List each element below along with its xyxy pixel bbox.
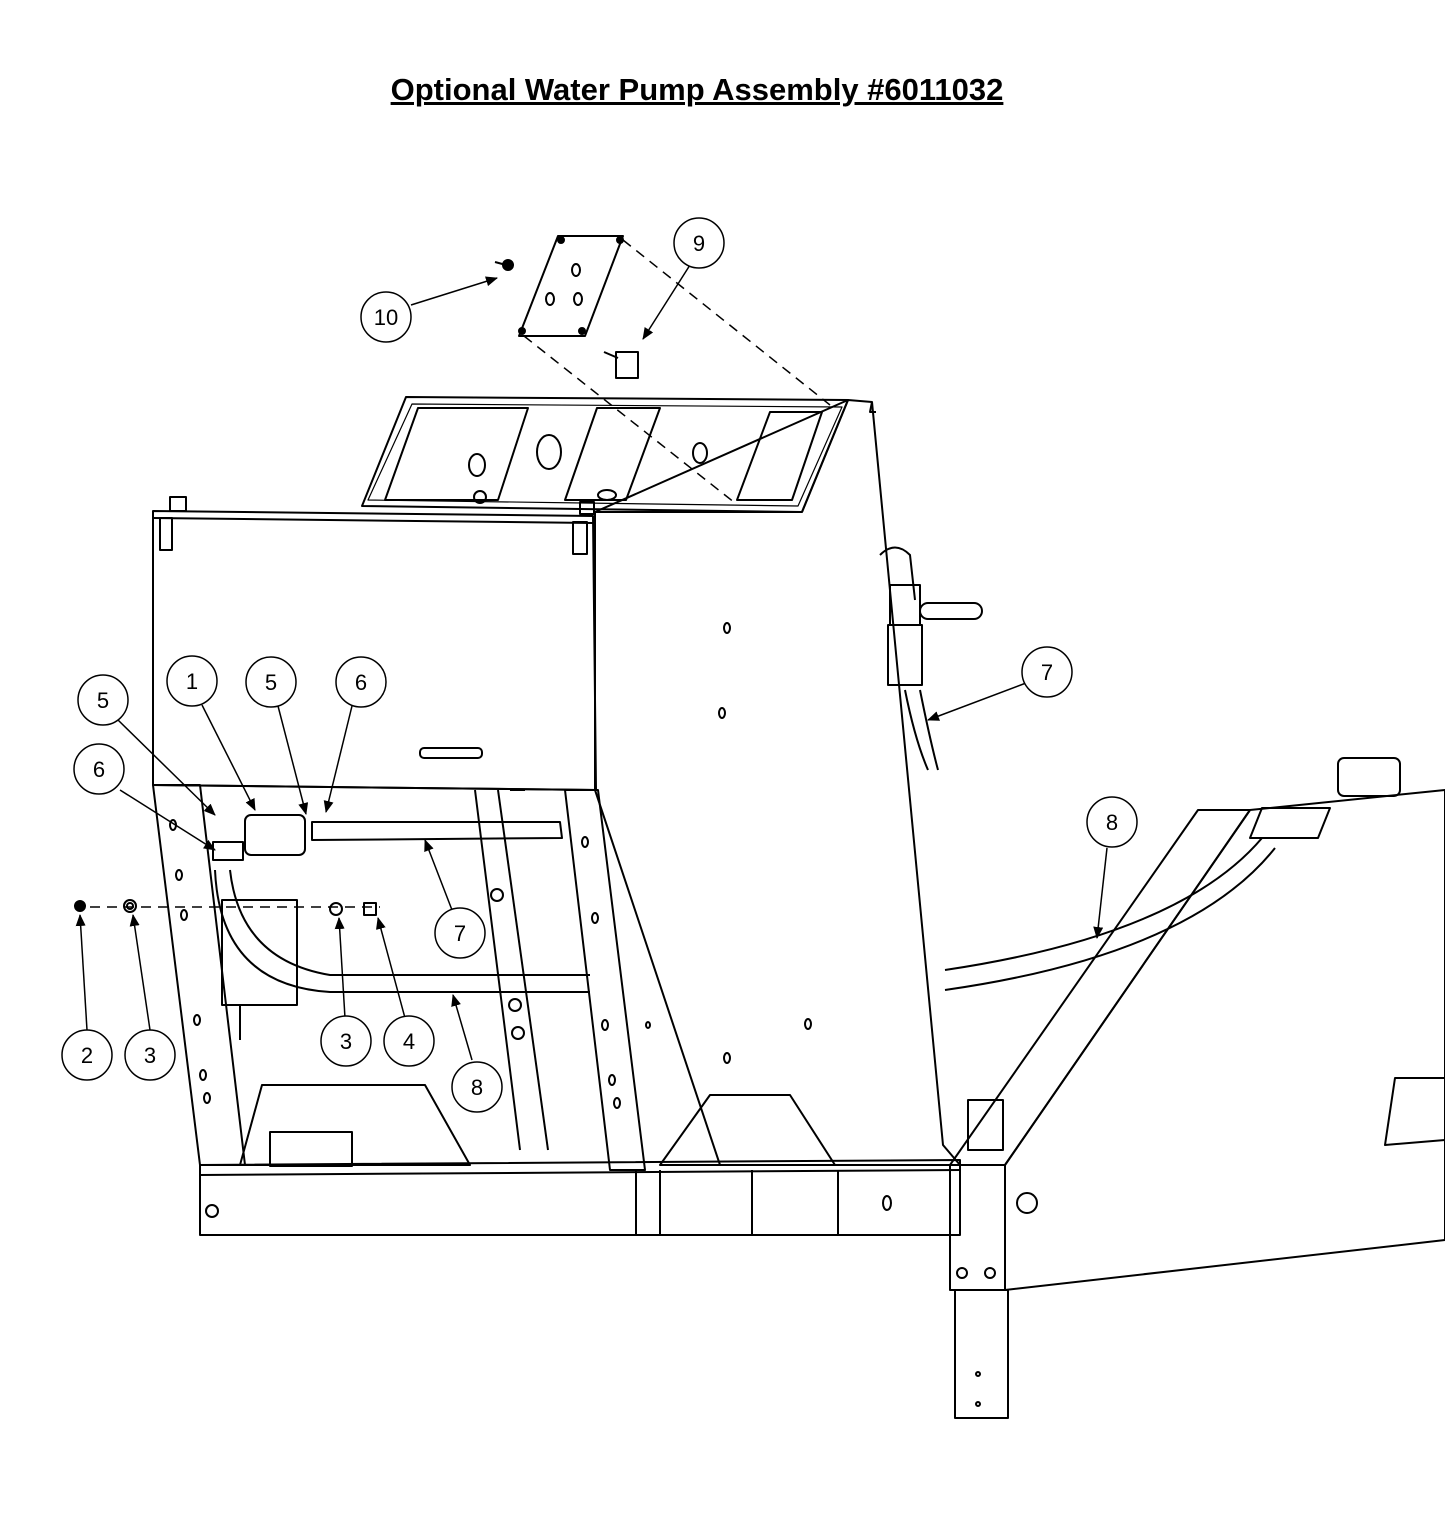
callout-circle	[673, 217, 725, 269]
diagram-title: Optional Water Pump Assembly #6011032	[390, 72, 1004, 107]
callout-switch-part: 9	[673, 217, 725, 269]
callout-label: 2	[81, 1043, 93, 1068]
callout-group: 10 9 7 8 1 5 6 5 6 7 8 2 3 3 4	[61, 217, 1138, 1113]
callout-bolt-part: 10	[360, 291, 412, 343]
callout-circle	[360, 291, 412, 343]
callout-label: 7	[454, 921, 466, 946]
callout-circle	[1021, 646, 1073, 698]
pump-motor	[212, 814, 306, 1040]
callout-hose-part: 7	[434, 907, 486, 959]
hose-8	[214, 837, 1276, 993]
callout-lower-hose: 8	[1086, 796, 1138, 848]
hopper-box	[152, 496, 597, 791]
callout-fitting-part: 5	[245, 656, 297, 708]
callout-upper-hose: 7	[1021, 646, 1073, 698]
callout-circle	[73, 743, 125, 795]
callout-circle	[335, 656, 387, 708]
leader-lines	[75, 264, 1108, 1061]
callout-label: 7	[1041, 660, 1053, 685]
toggle-switch	[603, 351, 639, 379]
base-rail	[199, 1084, 961, 1236]
callout-label: 3	[340, 1029, 352, 1054]
callout-circle	[166, 655, 218, 707]
callout-circle	[434, 907, 486, 959]
callout-label: 6	[93, 757, 105, 782]
callout-label: 5	[265, 670, 277, 695]
fastener-row	[74, 899, 377, 916]
hose-7	[311, 689, 939, 841]
callout-circle	[451, 1061, 503, 1113]
callout-nut-part: 4	[383, 1015, 435, 1067]
callout-circle	[383, 1015, 435, 1067]
callout-label: 6	[355, 670, 367, 695]
plate-screw	[494, 259, 514, 271]
callout-screw-part: 2	[61, 1029, 113, 1081]
callout-label: 9	[693, 231, 705, 256]
callout-circle	[124, 1029, 176, 1081]
callout-clamp-part: 6	[73, 743, 125, 795]
callout-circle	[1086, 796, 1138, 848]
explode-lines	[90, 239, 831, 908]
callout-hose-part: 8	[451, 1061, 503, 1113]
callout-clamp-part: 6	[335, 656, 387, 708]
tank-body	[949, 757, 1445, 1419]
callout-circle	[61, 1029, 113, 1081]
callout-fitting-part: 5	[77, 674, 129, 726]
callout-circle	[320, 1015, 372, 1067]
callout-washer-part: 3	[320, 1015, 372, 1067]
callout-label: 4	[403, 1029, 415, 1054]
callout-label: 5	[97, 688, 109, 713]
callout-label: 8	[1106, 810, 1118, 835]
callout-circle	[77, 674, 129, 726]
callout-circle	[245, 656, 297, 708]
main-housing	[594, 399, 961, 1166]
valve-assembly	[879, 546, 983, 686]
callout-label: 8	[471, 1075, 483, 1100]
callout-washer-part: 3	[124, 1029, 176, 1081]
callout-pump-part: 1	[166, 655, 218, 707]
control-panel	[361, 396, 849, 513]
callout-label: 3	[144, 1043, 156, 1068]
switch-plate	[518, 235, 624, 337]
callout-label: 10	[374, 305, 398, 330]
callout-label: 1	[186, 669, 198, 694]
